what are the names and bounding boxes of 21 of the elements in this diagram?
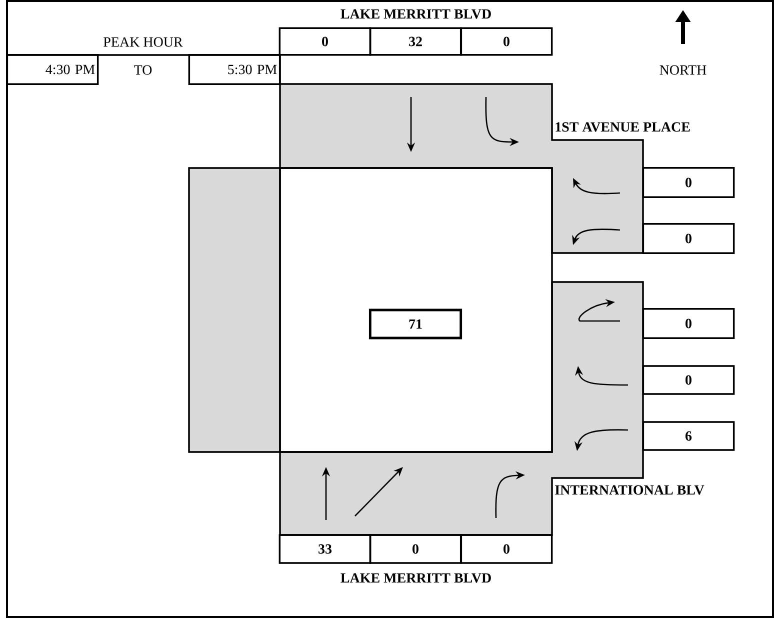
count-box: 0 (642, 222, 735, 254)
street-name: LAKE MERRITT BLVD (340, 9, 491, 19)
count-box: 0 (642, 308, 735, 340)
count-box: 0 (369, 534, 462, 564)
count-box: 33 (278, 534, 372, 564)
count-box: 0 (642, 365, 735, 395)
peak-hour-label: PEAK HOUR (104, 37, 183, 47)
count-box: 5:30 PM (188, 54, 281, 86)
street-name: LAKE MERRITT BLVD (340, 573, 491, 583)
count-box: 32 (369, 27, 462, 56)
north-label: NORTH (660, 65, 706, 75)
time-separator: TO (134, 65, 152, 75)
count-box: 4:30 PM (6, 54, 99, 86)
count-box: 0 (460, 27, 553, 56)
count-box: 0 (460, 534, 553, 564)
street-name: 1ST AVENUE PLACE (556, 122, 690, 132)
count-box: 6 (642, 421, 735, 451)
count-box: 0 (278, 27, 372, 56)
count-box: 0 (642, 166, 735, 198)
count-box: 71 (368, 308, 462, 340)
street-name: INTERNATIONAL BLV (555, 485, 704, 495)
